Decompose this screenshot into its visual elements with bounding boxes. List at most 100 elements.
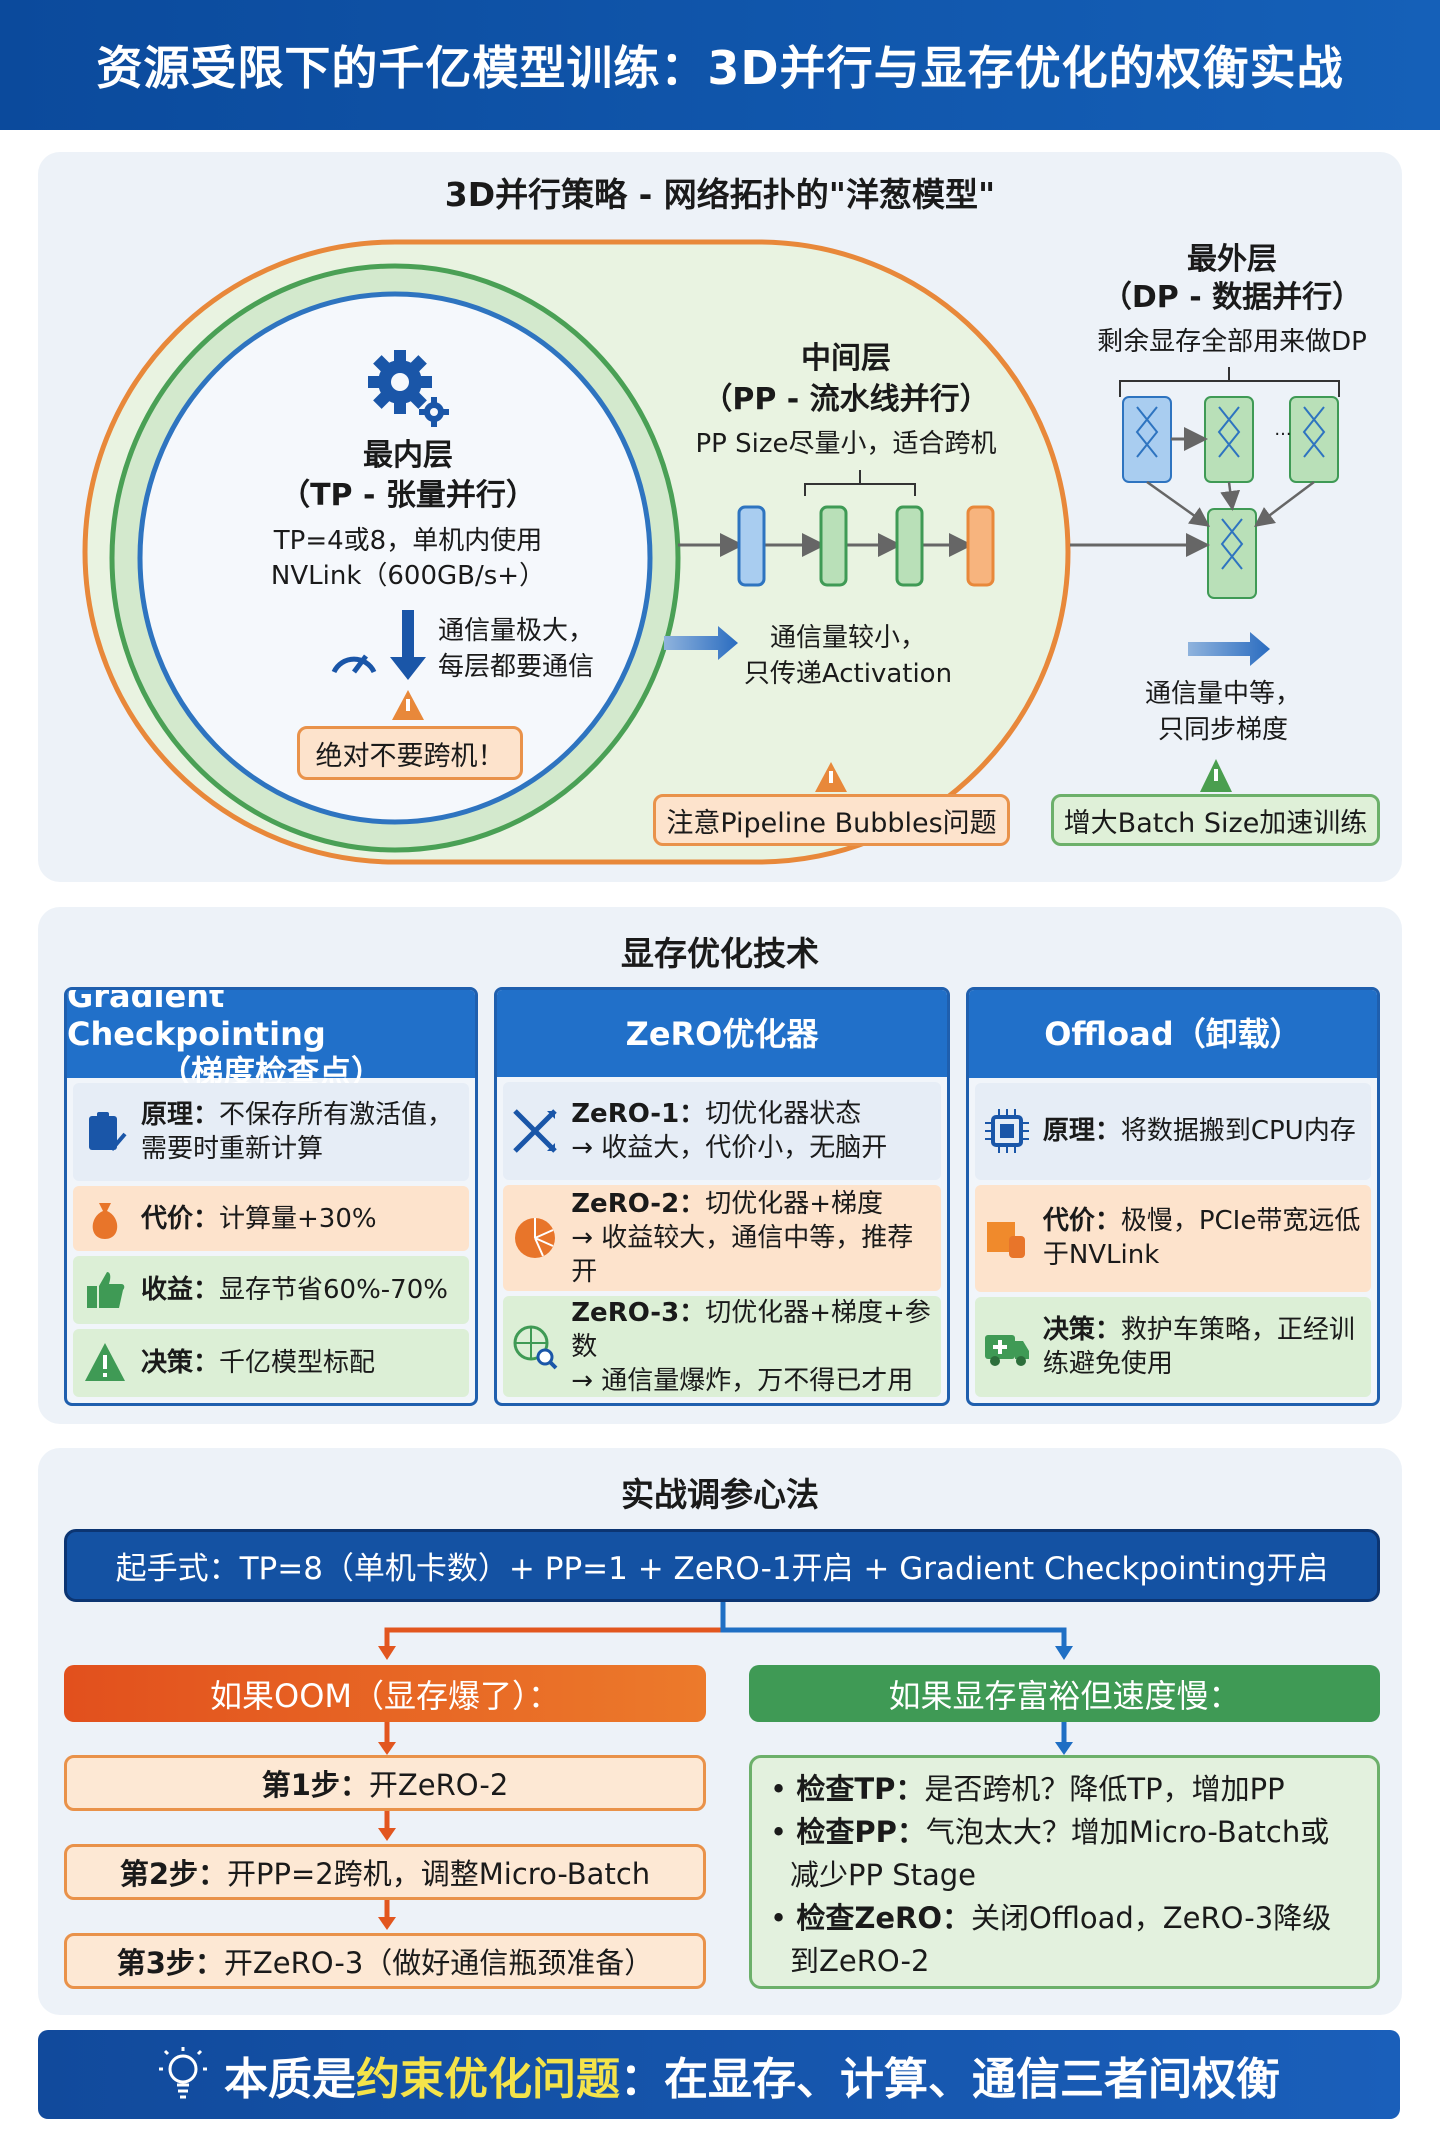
row-key: 代价： xyxy=(141,1203,220,1234)
card-offload: Offload（卸载） 原理：将数据搬到CPU内存 代价：极慢，PCIe带宽远低… xyxy=(965,987,1381,1406)
row-line2: → 收益较大，通信中等，推荐开 xyxy=(571,1222,914,1287)
footer-highlight: 约束优化问题 xyxy=(356,2053,620,2105)
oom-branch-header: 如果OOM（显存爆了）： xyxy=(64,1665,706,1722)
dp-desc: 剩余显存全部用来做DP xyxy=(1097,327,1367,357)
card-title: Gradient Checkpointing xyxy=(67,987,326,1053)
dp-comm2: 只同步梯度 xyxy=(1157,715,1288,745)
row-key: 原理： xyxy=(141,1099,220,1130)
tuning-section: 实战调参心法 起手式：TP=8（单机卡数）+ PP=1 + ZeRO-1开启 +… xyxy=(38,1448,1402,2015)
ambulance-icon xyxy=(984,1334,1029,1366)
dp-replicas xyxy=(1122,396,1339,599)
dp-ellipsis: ··· xyxy=(1274,424,1292,445)
row-text: 切优化器状态 xyxy=(705,1099,862,1130)
pp-comm: 通信量较小， xyxy=(769,623,926,653)
warning-icon xyxy=(392,690,424,720)
footer-text-pre: 本质是 xyxy=(224,2053,356,2105)
check-item: • 检查ZeRO：关闭Offload，ZeRO-3降级到ZeRO-2 xyxy=(770,1901,1332,1978)
oom-step-1: 第1步：开ZeRO-2 xyxy=(64,1755,706,1811)
row-key: 决策： xyxy=(141,1348,220,1379)
step-key: 第2步： xyxy=(119,1857,228,1891)
pp-warning-note: 注意Pipeline Bubbles问题 xyxy=(653,794,1010,846)
row-text: 计算量+30% xyxy=(219,1203,377,1234)
tp-nvlink: NVLink（600GB/s+） xyxy=(270,561,546,591)
tp-desc: TP=4或8，单机内使用 xyxy=(273,526,543,556)
tp-inner-ring xyxy=(137,291,653,825)
row-text: 将数据搬到CPU内存 xyxy=(1120,1116,1356,1147)
step-text: 开ZeRO-2 xyxy=(368,1768,509,1802)
card-gradient-checkpointing: Gradient Checkpointing（梯度检查点） 原理：不保存所有激活… xyxy=(64,987,479,1406)
slow-branch-header: 如果显存富裕但速度慢： xyxy=(749,1665,1380,1722)
gear-icon xyxy=(368,350,449,427)
card-title: ZeRO优化器 xyxy=(625,1014,819,1053)
row-text: 切优化器+梯度 xyxy=(705,1188,883,1219)
start-config-box: 起手式：TP=8（单机卡数）+ PP=1 + ZeRO-1开启 + Gradie… xyxy=(64,1529,1380,1602)
memory-section: 显存优化技术 Gradient Checkpointing（梯度检查点） 原理：… xyxy=(38,907,1402,1424)
row-text: 显存节省60%-70% xyxy=(219,1275,448,1306)
check-item: • 检查TP：是否跨机？降低TP，增加PP xyxy=(770,1772,1285,1806)
check-text: 气泡太大？增加Micro-Batch或减少PP Stage xyxy=(790,1815,1330,1892)
pp-desc: PP Size尽量小，适合跨机 xyxy=(695,429,997,459)
warning-icon xyxy=(815,762,847,792)
check-text: 是否跨机？降低TP，增加PP xyxy=(924,1772,1285,1806)
speedometer-icon xyxy=(331,654,377,674)
oom-step-2: 第2步：开PP=2跨机，调整Micro-Batch xyxy=(64,1844,706,1900)
row-key: ZeRO-2： xyxy=(571,1188,706,1219)
split-arrows-icon xyxy=(513,1109,557,1153)
warning-icon xyxy=(85,1343,125,1382)
step-text: 开ZeRO-3（做好通信瓶颈准备） xyxy=(223,1946,654,1980)
tp-sub: （TP - 张量并行） xyxy=(280,478,536,513)
money-bag-icon xyxy=(92,1202,118,1239)
step-key: 第3步： xyxy=(116,1946,224,1980)
dp-tip-note: 增大Batch Size加速训练 xyxy=(1051,794,1380,846)
oom-step-3: 第3步：开ZeRO-3（做好通信瓶颈准备） xyxy=(64,1933,706,1989)
pp-name: 中间层 xyxy=(801,341,891,376)
card-title: Offload（卸载） xyxy=(1044,1014,1302,1053)
row-key: 决策： xyxy=(1042,1314,1121,1345)
tp-warning-note: 绝对不要跨机！ xyxy=(297,726,523,780)
tip-icon xyxy=(1200,759,1232,792)
lightbulb-icon xyxy=(159,2046,207,2098)
row-text: 救护车策略，正经训练避免使用 xyxy=(1042,1314,1355,1379)
dp-bracket xyxy=(1119,367,1340,397)
dp-comm: 通信量中等， xyxy=(1144,679,1301,709)
clipboard-check-icon xyxy=(89,1111,127,1151)
pp-comm2: 只传递Activation xyxy=(743,659,953,689)
pie-icon xyxy=(515,1217,556,1258)
globe-search-icon xyxy=(513,1325,558,1369)
pipeline-stage-block xyxy=(895,505,924,587)
step-key: 第1步： xyxy=(261,1768,369,1802)
row-text: 极慢，PCIe带宽远低于NVLink xyxy=(1042,1206,1361,1271)
tp-comm2: 每层都要通信 xyxy=(438,652,595,682)
tp-comm: 通信量极大， xyxy=(438,616,595,646)
page-title: 资源受限下的千亿模型训练：3D并行与显存优化的权衡实战 xyxy=(0,0,1440,130)
card-zero-optimizer: ZeRO优化器 ZeRO-1：切优化器状态→ 收益大，代价小，无脑开 ZeRO-… xyxy=(494,987,950,1406)
pipeline-stage-block xyxy=(966,505,995,587)
row-line2: → 通信量爆炸，万不得已才用 xyxy=(571,1365,914,1396)
onion-diagram xyxy=(82,239,1340,865)
pipeline-stage-block xyxy=(737,505,766,587)
check-text: 关闭Offload，ZeRO-3降级到ZeRO-2 xyxy=(790,1901,1332,1978)
step-text: 开PP=2跨机，调整Micro-Batch xyxy=(227,1857,651,1891)
tp-to-pp-arrow-icon xyxy=(664,626,738,660)
parallel-title: 3D并行策略 - 网络拓扑的"洋葱模型" xyxy=(444,175,996,214)
slow-checklist: • 检查TP：是否跨机？降低TP，增加PP • 检查PP：气泡太大？增加Micr… xyxy=(749,1755,1380,1989)
check-item: • 检查PP：气泡太大？增加Micro-Batch或减少PP Stage xyxy=(770,1815,1330,1892)
parallel-section: 3D并行策略 - 网络拓扑的"洋葱模型" xyxy=(38,152,1402,882)
row-key: ZeRO-3： xyxy=(571,1297,706,1328)
step-arrows xyxy=(378,1811,396,1930)
check-key: 检查PP： xyxy=(796,1815,926,1849)
row-key: 收益： xyxy=(141,1275,220,1306)
row-text: 切优化器+梯度+参数 xyxy=(571,1297,931,1362)
check-key: 检查ZeRO： xyxy=(796,1901,972,1935)
tuning-title: 实战调参心法 xyxy=(621,1475,819,1514)
row-text: 千亿模型标配 xyxy=(219,1348,376,1379)
flow-arrows xyxy=(378,1602,1073,1755)
row-text: 不保存所有激活值，需要时重新计算 xyxy=(141,1099,454,1164)
dp-name: 最外层 xyxy=(1187,242,1277,277)
footer-banner: 本质是约束优化问题：在显存、计算、通信三者间权衡 xyxy=(38,2030,1400,2119)
row-key: 代价： xyxy=(1042,1206,1121,1237)
pp-bracket xyxy=(804,470,916,496)
pipeline-stage-block xyxy=(819,505,848,587)
thumbs-up-icon xyxy=(87,1272,125,1309)
memory-title: 显存优化技术 xyxy=(621,934,819,973)
